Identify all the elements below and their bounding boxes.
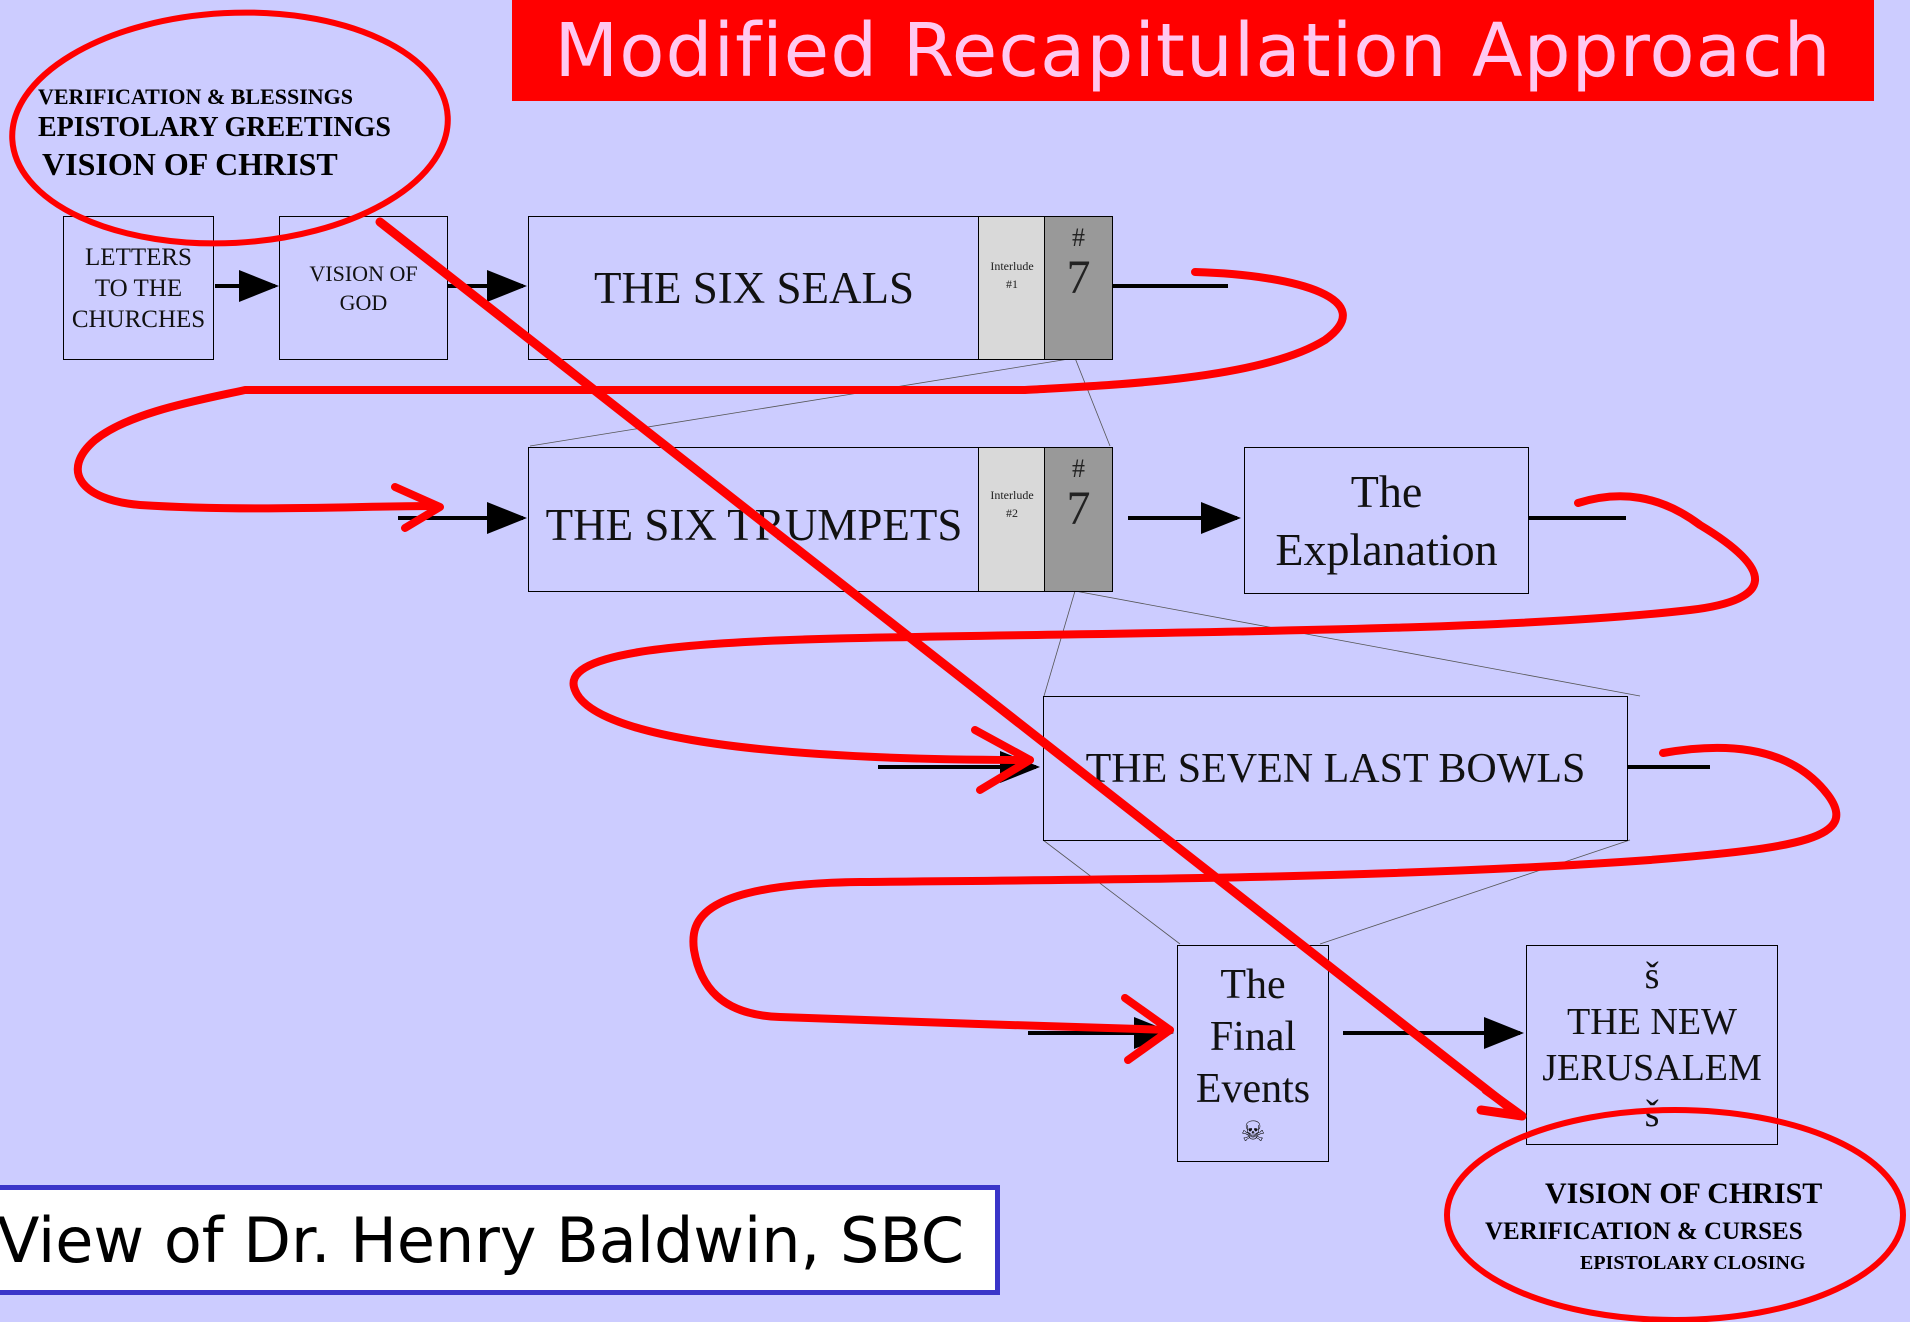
seventh-seal-number: 7 (1066, 251, 1091, 304)
skull-icon: ☠ (1240, 1114, 1266, 1148)
squiggle-arrowhead-3 (1121, 994, 1174, 1064)
six-seals-box: THE SIX SEALS (528, 216, 980, 360)
final-events-box: The Final Events ☠ (1177, 945, 1329, 1162)
vision-god-line-1: VISION OF (309, 261, 418, 286)
interlude-2-number: #2 (1006, 506, 1018, 520)
explanation-line-1: The (1350, 465, 1423, 517)
interlude-1-band: Interlude #1 (978, 216, 1046, 360)
jerusalem-line-3: JERUSALEM (1542, 1047, 1762, 1089)
final-events-line-1: The (1220, 961, 1286, 1008)
interlude-2-band: Interlude #2 (978, 447, 1046, 592)
explanation-line-2: Explanation (1275, 523, 1498, 575)
title-banner: Modified Recapitulation Approach (512, 0, 1874, 101)
six-seals-label: THE SIX SEALS (593, 263, 914, 313)
perspective-lines (529, 357, 1641, 945)
squiggle-arrowhead-1 (391, 483, 444, 532)
letters-line-2: TO THE (94, 274, 183, 302)
letters-line-3: CHURCHES (71, 305, 206, 333)
page-title: Modified Recapitulation Approach (554, 7, 1832, 94)
seventh-seal-hash: # (1072, 223, 1085, 252)
jerusalem-line-1: š (1644, 955, 1660, 997)
vision-of-god-box: VISION OF GOD (279, 216, 448, 360)
vision-god-line-2: GOD (339, 290, 388, 315)
interlude-1-label: Interlude (990, 259, 1034, 273)
seventh-trumpet-band: # 7 (1044, 447, 1113, 592)
closing-label-verification: VERIFICATION & CURSES (1485, 1218, 1803, 1245)
intro-label-greetings: EPISTOLARY GREETINGS (38, 112, 392, 143)
intro-circle (9, 9, 451, 247)
interlude-2-label: Interlude (990, 488, 1034, 502)
final-events-line-2: Final (1209, 1013, 1297, 1060)
closing-label-closing: EPISTOLARY CLOSING (1580, 1252, 1806, 1274)
squiggle-arrowhead-2 (971, 726, 1034, 794)
seventh-trumpet-number: 7 (1066, 482, 1091, 535)
seven-bowls-box: THE SEVEN LAST BOWLS (1043, 696, 1628, 841)
interlude-1-number: #1 (1006, 277, 1018, 291)
jerusalem-line-4: š (1644, 1093, 1660, 1135)
final-events-line-3: Events (1195, 1065, 1311, 1112)
intro-label-verification: VERIFICATION & BLESSINGS (38, 84, 354, 109)
seventh-trumpet-hash: # (1072, 454, 1085, 483)
seven-bowls-label: THE SEVEN LAST BOWLS (1085, 745, 1586, 792)
jerusalem-line-2: THE NEW (1567, 1001, 1737, 1043)
credit-text: View of Dr. Henry Baldwin, SBC (0, 1203, 965, 1277)
six-trumpets-label: THE SIX TRUMPETS (545, 499, 963, 550)
diagonal-arrowhead (1476, 1085, 1527, 1121)
closing-label-vision-christ: VISION OF CHRIST (1545, 1177, 1823, 1210)
letters-line-1: LETTERS (85, 243, 192, 271)
squiggle-bowls-to-final (689, 743, 1841, 1034)
seventh-seal-band: # 7 (1044, 216, 1113, 360)
squiggle-explanation-to-bowls (569, 492, 1759, 764)
squiggle-seals-to-trumpets (73, 268, 1347, 513)
explanation-box: The Explanation (1244, 447, 1529, 594)
flow-arrows (215, 270, 1710, 1049)
intro-label-vision-christ: VISION OF CHRIST (42, 146, 338, 182)
closing-circle (1444, 1107, 1906, 1322)
recapitulation-diagonal (375, 217, 1520, 1117)
credit-box: View of Dr. Henry Baldwin, SBC (0, 1185, 1000, 1295)
